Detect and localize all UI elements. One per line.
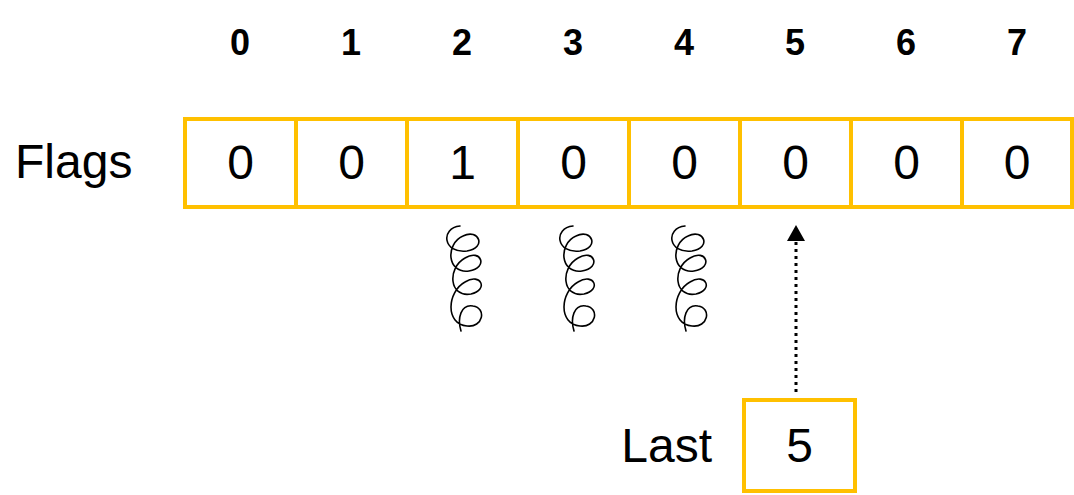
- index-number: 6: [896, 25, 916, 61]
- array-cell: 0: [516, 117, 631, 209]
- flag-value: 0: [338, 139, 365, 187]
- index-number: 0: [230, 25, 250, 61]
- flag-value: 0: [671, 139, 698, 187]
- array-cell: 0: [960, 117, 1074, 209]
- pointer-value: 5: [786, 422, 813, 470]
- index-number: 2: [452, 25, 472, 61]
- flag-value: 0: [1004, 139, 1031, 187]
- thread-squiggle: [447, 226, 482, 331]
- thread-squiggle: [672, 226, 707, 331]
- array-cell: 0: [294, 117, 409, 209]
- array-cell: 0: [738, 117, 853, 209]
- flag-value: 0: [560, 139, 587, 187]
- flag-value: 0: [227, 139, 254, 187]
- array-cell: 0: [627, 117, 742, 209]
- index-number: 4: [674, 25, 694, 61]
- flag-value: 0: [782, 139, 809, 187]
- array-cell: 0: [849, 117, 964, 209]
- array-cell: 0: [183, 117, 298, 209]
- index-number: 3: [563, 25, 583, 61]
- index-number: 1: [341, 25, 361, 61]
- flag-value: 0: [893, 139, 920, 187]
- pointer-arrow: [787, 225, 805, 392]
- array-name: Flags: [15, 138, 132, 186]
- index-number: 5: [785, 25, 805, 61]
- pointer-name: Last: [621, 422, 712, 470]
- flag-value: 1: [449, 139, 476, 187]
- index-number: 7: [1007, 25, 1027, 61]
- pointer-box: Last5: [742, 398, 857, 493]
- thread-squiggle: [560, 226, 595, 331]
- array-cell: 1: [405, 117, 520, 209]
